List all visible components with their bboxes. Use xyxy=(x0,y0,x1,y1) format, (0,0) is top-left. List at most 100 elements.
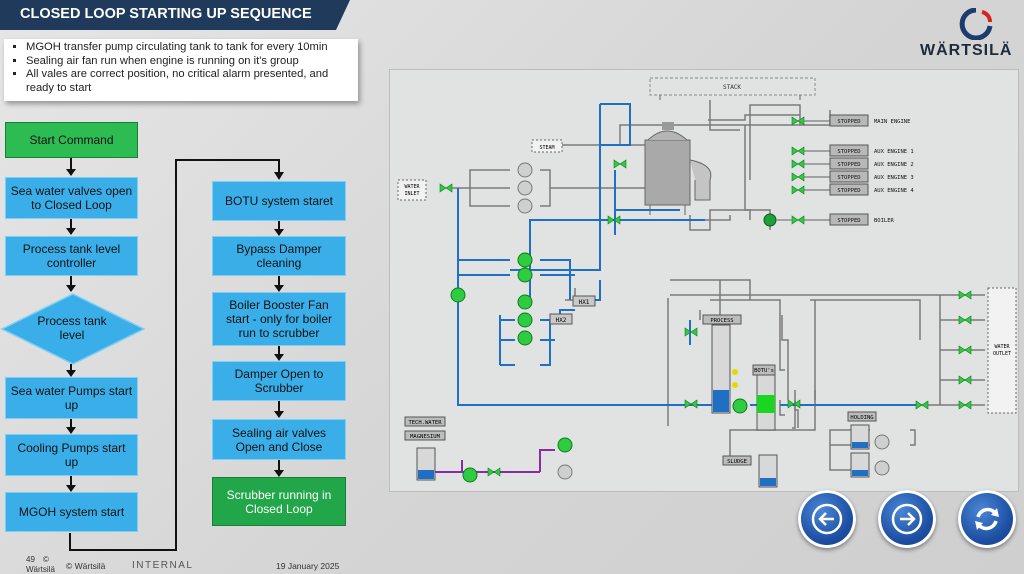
status-badge xyxy=(829,144,869,157)
flow-arrow xyxy=(66,276,76,292)
pump-icon[interactable] xyxy=(874,434,890,450)
consumer-list: STOPPED STOPPED STOPPED STOPPED STOPPED … xyxy=(763,114,914,227)
flow-arrow xyxy=(274,346,284,361)
process-label: PROCESS xyxy=(710,318,733,324)
water-outlet-label: OUTLET xyxy=(993,351,1011,357)
pump-icon[interactable] xyxy=(450,287,466,303)
page-number: 49 xyxy=(26,555,35,564)
note-item: All vales are correct position, no criti… xyxy=(26,68,352,95)
flow-step-booster: Boiler Booster Fan start - only for boil… xyxy=(212,292,346,346)
status-text: STOPPED xyxy=(837,188,860,194)
flow-step-bypass: Bypass Damper cleaning xyxy=(212,236,346,276)
footer-classification: INTERNAL xyxy=(132,560,194,571)
pump-icon[interactable] xyxy=(517,267,533,283)
valve-icon[interactable] xyxy=(439,183,447,193)
tech-water-label: TECH.WATER xyxy=(408,420,442,426)
footer-date: 19 January 2025 xyxy=(276,561,340,571)
consumer-name: AUX ENGINE 4 xyxy=(874,188,914,194)
flow-arrow xyxy=(274,221,284,236)
flow-step-cooling-pumps: Cooling Pumps start up xyxy=(5,434,138,476)
pump-icon[interactable] xyxy=(517,180,533,196)
valve-icon[interactable] xyxy=(797,116,805,126)
pump-icon[interactable] xyxy=(517,162,533,178)
refresh-button[interactable] xyxy=(958,490,1016,548)
pump-icon[interactable] xyxy=(732,398,748,414)
flow-step-mgoh: MGOH system start xyxy=(5,492,138,532)
stack-box xyxy=(649,77,816,96)
steam-box xyxy=(531,139,563,153)
booster-fan-icon[interactable] xyxy=(763,213,777,227)
pump-icon[interactable] xyxy=(462,467,478,483)
flow-step-damper: Damper Open to Scrubber xyxy=(212,361,346,401)
decision-diamond xyxy=(0,293,146,365)
logo-mark-icon xyxy=(959,8,993,40)
copyright-symbol: © xyxy=(43,555,49,564)
water-inlet-label: WATER xyxy=(404,184,420,190)
status-badge xyxy=(829,213,869,226)
valve-icon[interactable] xyxy=(791,116,799,126)
consumer-name: AUX ENGINE 3 xyxy=(874,175,914,181)
flow-arrow xyxy=(274,276,284,292)
consumer-name: AUX ENGINE 1 xyxy=(874,149,914,155)
pump-icon[interactable] xyxy=(517,312,533,328)
note-item: Sealing air fan run when engine is runni… xyxy=(26,55,352,69)
consumer-name: AUX ENGINE 2 xyxy=(874,162,914,168)
footer-company: Wärtsilä xyxy=(26,565,55,574)
sludge-tag xyxy=(722,455,752,466)
status-badge xyxy=(829,183,869,196)
pump-icon[interactable] xyxy=(517,330,533,346)
note-item: MGOH transfer pump circulating tank to t… xyxy=(26,41,352,55)
flow-arrow xyxy=(274,401,284,418)
pump-icon[interactable] xyxy=(517,252,533,268)
scrubber-tower xyxy=(644,122,712,215)
pump-icon[interactable] xyxy=(874,460,890,476)
arrow-left-icon xyxy=(811,503,843,535)
magnesium-tag xyxy=(404,430,446,441)
botu-active xyxy=(757,395,775,413)
holding-label: HOLDING xyxy=(850,415,873,421)
magnesium-label: MAGNESIUM xyxy=(410,434,440,440)
status-badge xyxy=(829,170,869,183)
notes-panel: MGOH transfer pump circulating tank to t… xyxy=(4,39,358,101)
flow-step-start: Start Command xyxy=(5,122,138,158)
back-button[interactable] xyxy=(798,490,856,548)
water-inlet-label: INLET xyxy=(404,191,419,197)
flow-arrow xyxy=(66,364,76,377)
footer-copyright: © Wärtsilä xyxy=(66,561,106,571)
pump-icon[interactable] xyxy=(517,294,533,310)
flow-arrow xyxy=(66,419,76,434)
status-text: STOPPED xyxy=(837,218,860,224)
process-diagram: STACK xyxy=(397,77,1017,488)
forward-button[interactable] xyxy=(878,490,936,548)
flow-step-sea-valves: Sea water valves open to Closed Loop xyxy=(5,177,138,219)
flow-arrow xyxy=(66,219,76,235)
sludge-label: SLUDGE xyxy=(727,459,747,465)
flow-step-process-controller: Process tank level controller xyxy=(5,236,138,276)
consumer-name: BOILER xyxy=(874,218,895,224)
status-text: STOPPED xyxy=(837,119,860,125)
status-text: STOPPED xyxy=(837,149,860,155)
flow-step-process-level: Process tank level xyxy=(37,314,107,342)
flow-step-running: Scrubber running in Closed Loop xyxy=(212,477,346,526)
flow-arrow xyxy=(66,476,76,492)
pump-icon[interactable] xyxy=(517,198,533,214)
status-badge xyxy=(829,157,869,170)
flow-arrow xyxy=(274,460,284,477)
tech-water-tag xyxy=(404,416,446,427)
flow-step-sea-pumps: Sea water Pumps start up xyxy=(5,377,138,419)
holding-tag xyxy=(847,411,877,422)
hx2-label: HX2 xyxy=(556,317,567,324)
pump-icon[interactable] xyxy=(557,464,573,480)
arrow-right-icon xyxy=(891,503,923,535)
stack-label: STACK xyxy=(723,84,741,91)
botu-label: BOTU's xyxy=(754,368,774,374)
page-title: CLOSED LOOP STARTING UP SEQUENCE xyxy=(20,6,312,22)
status-badge xyxy=(829,114,869,127)
process-tag xyxy=(702,314,742,325)
pump-icon[interactable] xyxy=(557,437,573,453)
water-inlet-box xyxy=(397,179,427,201)
hx1-label: HX1 xyxy=(579,299,590,306)
water-outlet-box xyxy=(987,287,1017,414)
water-outlet-label: WATER xyxy=(994,344,1010,350)
flow-step-sealing: Sealing air valves Open and Close xyxy=(212,419,346,460)
